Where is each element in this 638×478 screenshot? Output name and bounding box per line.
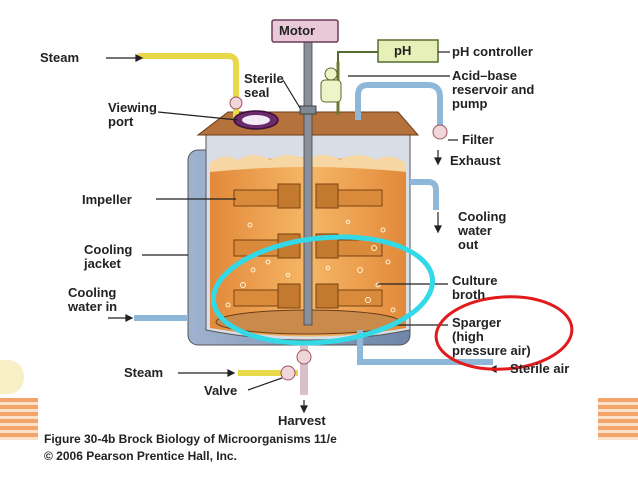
acid-base-label-3: pump (452, 96, 488, 111)
sparger-label-2: (high (452, 329, 484, 344)
cooling-out-label-2: water (458, 223, 492, 238)
impeller-blade (277, 283, 301, 309)
harvest-label: Harvest (278, 413, 326, 428)
cooling-out-label-3: out (458, 237, 479, 252)
culture-broth-label-2: broth (452, 287, 486, 302)
air-bubbles (225, 219, 396, 313)
cooling-water-out-pipe (410, 179, 439, 210)
figure-copyright: © 2006 Pearson Prentice Hall, Inc. (44, 449, 237, 463)
acid-base-reservoir (320, 79, 342, 103)
fermenter-drawing (106, 19, 574, 414)
valve-label: Valve (204, 383, 238, 398)
sterile-air-pipe (357, 330, 493, 365)
acid-base-label-1: Acid–base (452, 68, 518, 83)
sparger-label-3: pressure air) (452, 343, 531, 358)
sterile-seal (299, 105, 317, 115)
impeller-blade (315, 283, 339, 309)
exhaust-label: Exhaust (450, 153, 501, 168)
filter-label: Filter (462, 132, 494, 147)
impeller-blade (335, 189, 383, 207)
valve-lower (280, 365, 296, 381)
viewing-port-label-1: Viewing (108, 100, 157, 115)
steam-pipe-top (138, 53, 239, 118)
cyan-annotation-circle (210, 234, 436, 346)
viewing-port-label-2: port (108, 114, 134, 129)
fermenter-diagram: Motor pH pH controller Steam Sterile sea… (38, 0, 598, 478)
sterile-seal-label-1: Sterile (244, 71, 284, 86)
ph-box-label: pH (394, 43, 412, 58)
sterile-seal-label-2: seal (244, 85, 270, 100)
slide-decor-band-left (0, 398, 42, 440)
sparger-label-1: Sparger (452, 315, 502, 330)
impeller-blade (233, 189, 281, 207)
impeller-label: Impeller (82, 192, 132, 207)
steam-top-label: Steam (40, 50, 80, 65)
impeller-blade (315, 183, 339, 209)
impeller-blade (277, 183, 301, 209)
cooling-in-label-2: water in (68, 299, 118, 314)
valve-upper (296, 349, 312, 365)
cooling-in-label-1: Cooling (68, 285, 117, 300)
steam-bottom-label: Steam (124, 365, 164, 380)
filter (432, 124, 448, 140)
motor-box (271, 19, 339, 43)
slide-decor-band-right (592, 398, 638, 440)
cooling-out-label-1: Cooling (458, 209, 507, 224)
red-annotation-circle (434, 295, 574, 371)
ph-controller-label: pH controller (452, 44, 533, 59)
acid-base-label-2: reservoir and (452, 82, 535, 97)
impeller-blade (335, 289, 383, 307)
exhaust-pipe (355, 82, 443, 125)
figure-caption: Figure 30-4b Brock Biology of Microorgan… (44, 432, 337, 446)
impeller-shaft (303, 39, 313, 326)
acid-base-pump (324, 67, 338, 81)
slide-decor-blob (0, 360, 24, 394)
viewing-port-glass (242, 115, 270, 125)
steam-valve-top (229, 96, 243, 110)
cooling-jacket-label-1: Cooling (84, 242, 133, 257)
ph-line (337, 51, 378, 62)
motor-label: Motor (279, 23, 316, 38)
culture-broth-label-1: Culture (452, 273, 498, 288)
cooling-jacket-label-2: jacket (84, 256, 121, 271)
impeller-blade (335, 239, 383, 257)
impeller-blade (233, 289, 281, 307)
sterile-air-label: Sterile air (510, 361, 570, 376)
